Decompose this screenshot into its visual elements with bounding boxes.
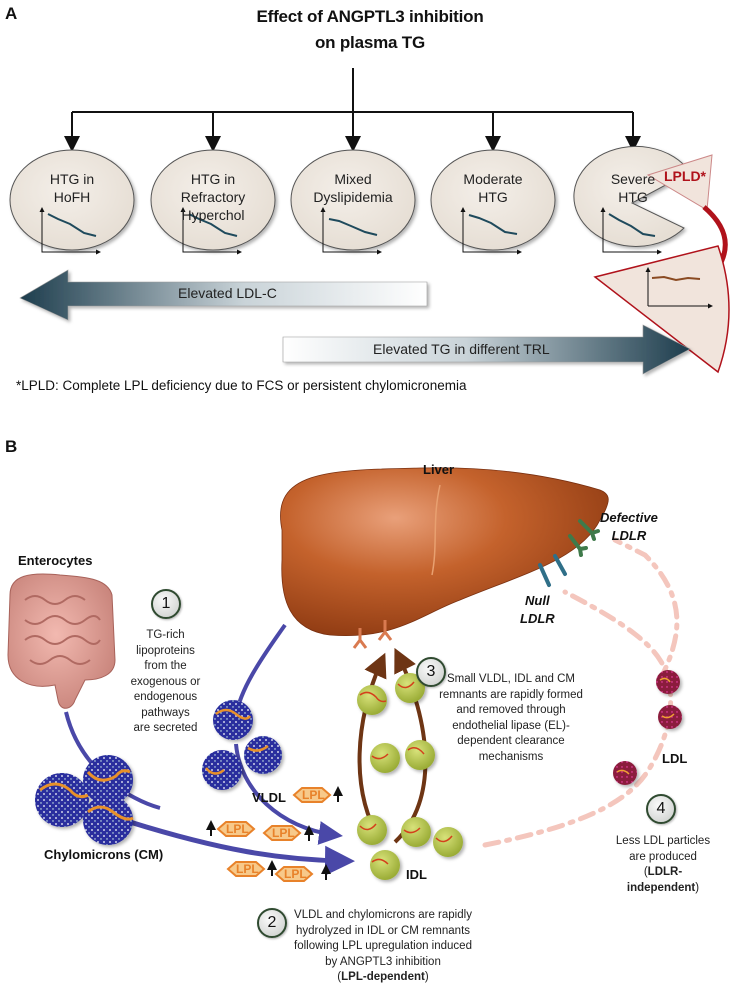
title-line-2: on plasma TG (314, 33, 425, 52)
null-ldlr-receptors (538, 554, 567, 587)
panel-a-title: Effect of ANGPTL3 inhibition on plasma T… (220, 4, 520, 56)
lpld-flat-wedge (593, 245, 730, 374)
lpl-label-3: LPL (272, 826, 295, 840)
step-3-badge: 3 (416, 657, 446, 687)
step-4-badge: 4 (646, 794, 676, 824)
ldl-dashed-paths (482, 537, 680, 848)
step-2-emphasis: LPL-dependent (341, 971, 425, 983)
step-1-badge: 1 (151, 589, 181, 619)
lpl-hex-2 (216, 821, 256, 837)
chylomicron-particles (35, 755, 134, 845)
condition-circle-1 (9, 149, 135, 251)
condition-circles (9, 145, 691, 251)
lpl-label-5: LPL (284, 867, 307, 881)
condition-circle-2 (150, 149, 276, 251)
arrow-elevated-tg (282, 324, 691, 375)
pathway-liver-to-vldl (234, 623, 287, 717)
title-line-1: Effect of ANGPTL3 inhibition (256, 7, 484, 26)
panel-a-label: A (5, 4, 18, 23)
lpld-label: LPLD* (664, 168, 706, 184)
arrow-elevated-ldl-c (19, 269, 428, 321)
ldl-particles (613, 670, 682, 785)
mini-chart-1 (39, 207, 101, 255)
ldl-label: LDL (662, 751, 688, 766)
enterocytes-label: Enterocytes (18, 553, 93, 568)
flat-line-chart (645, 267, 713, 309)
condition-circle-3 (290, 149, 416, 251)
panel-b-label: B (5, 437, 18, 456)
lpl-hex-5 (274, 866, 314, 882)
step-2-badge: 2 (257, 908, 287, 938)
mini-chart-4 (460, 207, 522, 255)
arrow-right-label: Elevated TG in different TRL (373, 341, 550, 357)
pathway-cm-to-idl (129, 819, 355, 876)
lpl-enzymes (216, 787, 332, 882)
enterocytes-intestine (7, 573, 116, 709)
arrow-left-label: Elevated LDL-C (178, 285, 277, 301)
lpld-wedge (646, 154, 713, 211)
mini-chart-2 (180, 207, 242, 255)
lpl-hex-1 (292, 787, 332, 803)
upregulation-arrows (206, 786, 343, 880)
lpl-label-1: LPL (302, 788, 325, 802)
liver-label: Liver (423, 462, 455, 477)
chylomicrons-label: Chylomicrons (CM) (44, 847, 164, 862)
lpl-label-4: LPL (236, 862, 259, 876)
mini-chart-5 (600, 207, 662, 255)
mini-chart-3 (320, 207, 382, 255)
idl-label: IDL (406, 867, 427, 882)
idl-particles (357, 673, 463, 880)
lpl-label-2: LPL (226, 822, 249, 836)
lpl-hex-4 (226, 861, 266, 877)
vldl-particles (202, 700, 282, 790)
mini-charts (39, 207, 662, 255)
defective-ldlr-receptors (568, 519, 600, 557)
step-4-emphasis: LDLR-independent (626, 866, 696, 894)
footnote: *LPLD: Complete LPL deficiency due to FC… (16, 378, 467, 393)
tree-connector (64, 68, 641, 152)
liver-illustration (280, 467, 609, 637)
vldl-label: VLDL (252, 790, 286, 805)
condition-circle-4 (430, 149, 556, 251)
lpl-hex-3 (262, 825, 302, 841)
